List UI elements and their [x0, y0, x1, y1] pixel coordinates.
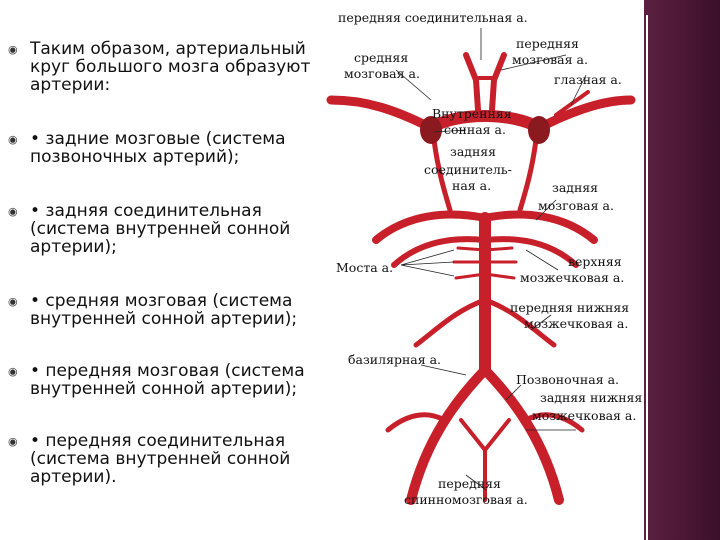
leader-lines [395, 28, 587, 491]
label-posterior-inferior-cerebellar-2: мозжечковая а. [532, 408, 636, 423]
label-superior-cerebellar-1: верхняя [568, 254, 622, 269]
diagram-labels: передняя соединительная а. передняя мозг… [336, 10, 642, 507]
list-item: ◉ • задняя соединительная (система внутр… [8, 201, 291, 257]
label-basilar: базилярная а. [348, 352, 441, 367]
internal-carotid-stump-right [528, 116, 550, 144]
internal-carotid-stump-left [420, 116, 442, 144]
bullet-list: ◉ Таким образом, артериальный круг больш… [0, 0, 325, 540]
label-posterior-inferior-cerebellar-1: задняя нижняя [540, 390, 642, 405]
label-posterior-cerebral-2: мозговая а. [538, 198, 614, 213]
label-superior-cerebellar-2: мозжечковая а. [520, 270, 624, 285]
vertebral-artery-right [480, 365, 564, 505]
label-anterior-cerebral-2: мозговая а. [512, 52, 588, 67]
anterior-cerebral-artery-left [463, 52, 481, 113]
posterior-communicating-artery-left [431, 137, 453, 213]
label-posterior-cerebral-1: задняя [552, 180, 598, 195]
artery-drawing [326, 52, 636, 505]
list-item: ◉ • средняя мозговая (система внутренней… [8, 291, 298, 329]
posterior-inferior-cerebellar-artery-right [523, 412, 585, 433]
pontine-branches [452, 246, 518, 280]
anterior-inferior-cerebellar-artery-left [413, 297, 488, 348]
list-item: ◉ • передняя соединительная (система вну… [8, 431, 291, 487]
circle-bullet-icon: ◉ [8, 435, 18, 448]
circle-bullet-icon: ◉ [8, 205, 18, 218]
superior-cerebellar-artery-left [391, 236, 488, 268]
list-item: ◉ • передняя мозговая (система внутренне… [8, 361, 305, 399]
label-anterior-cerebral-1: передняя [516, 36, 579, 51]
label-anterior-spinal-2: спинномозговая а. [404, 492, 528, 507]
anterior-spinal-artery [459, 418, 511, 502]
circle-bullet-icon: ◉ [8, 43, 18, 56]
middle-cerebral-artery-left [326, 95, 436, 133]
label-posterior-communicating-3: ная а. [452, 178, 491, 193]
decorative-sidebar [644, 0, 720, 540]
circle-of-willis-diagram: передняя соединительная а. передняя мозг… [326, 10, 642, 507]
label-anterior-inferior-cerebellar-1: передняя нижняя [510, 300, 629, 315]
label-pons: Моста а. [336, 260, 393, 275]
label-anterior-inferior-cerebellar-2: мозжечковая а. [524, 316, 628, 331]
label-anterior-spinal-1: передняя [438, 476, 501, 491]
label-anterior-communicating: передняя соединительная а. [338, 10, 528, 25]
label-posterior-communicating-1: задняя [450, 144, 496, 159]
circle-bullet-icon: ◉ [8, 295, 18, 308]
label-ophthalmic: глазная а. [554, 72, 622, 87]
carotid-stumps [420, 116, 550, 144]
list-item: ◉ • задние мозговые (система позвоночных… [8, 129, 286, 167]
circle-bullet-icon: ◉ [8, 133, 18, 146]
label-vertebral: Позвоночная а. [516, 372, 619, 387]
list-item: ◉ Таким образом, артериальный круг больш… [8, 39, 311, 95]
vertebral-artery-left [406, 365, 490, 505]
posterior-cerebral-artery-right [481, 210, 598, 244]
posterior-inferior-cerebellar-artery-left [385, 412, 447, 433]
sidebar-divider [646, 15, 648, 540]
superior-cerebellar-artery-right [482, 236, 579, 268]
circle-bullet-icon: ◉ [8, 365, 18, 378]
anterior-cerebral-artery-right [489, 52, 507, 113]
label-internal-carotid-1: Внутренняя [432, 106, 512, 121]
anterior-inferior-cerebellar-artery-right [482, 297, 557, 348]
label-middle-cerebral-1: средняя [354, 50, 408, 65]
posterior-cerebral-artery-left [372, 210, 489, 244]
label-internal-carotid-2: сонная а. [444, 122, 506, 137]
middle-cerebral-artery-right [534, 95, 636, 133]
label-posterior-communicating-2: соединитель- [424, 162, 512, 177]
label-middle-cerebral-2: мозговая а. [344, 66, 420, 81]
posterior-communicating-artery-right [517, 137, 539, 213]
